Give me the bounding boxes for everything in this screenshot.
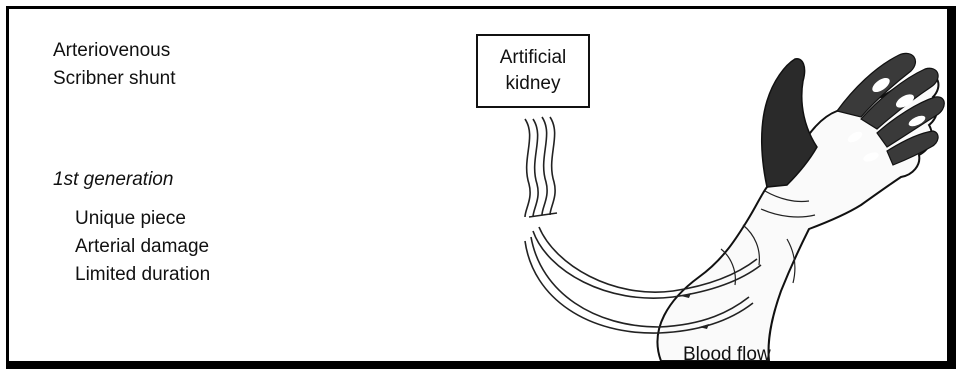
blood-flow-label: Blood flow (683, 344, 771, 366)
arm-illustration (657, 53, 944, 361)
box-line-2: kidney (500, 71, 567, 97)
figure-frame: Arteriovenous Scribner shunt 1st generat… (6, 6, 956, 369)
box-line-1: Artificial (500, 45, 567, 71)
artificial-kidney-box: Artificial kidney (476, 34, 590, 108)
upper-tubes (525, 117, 555, 217)
